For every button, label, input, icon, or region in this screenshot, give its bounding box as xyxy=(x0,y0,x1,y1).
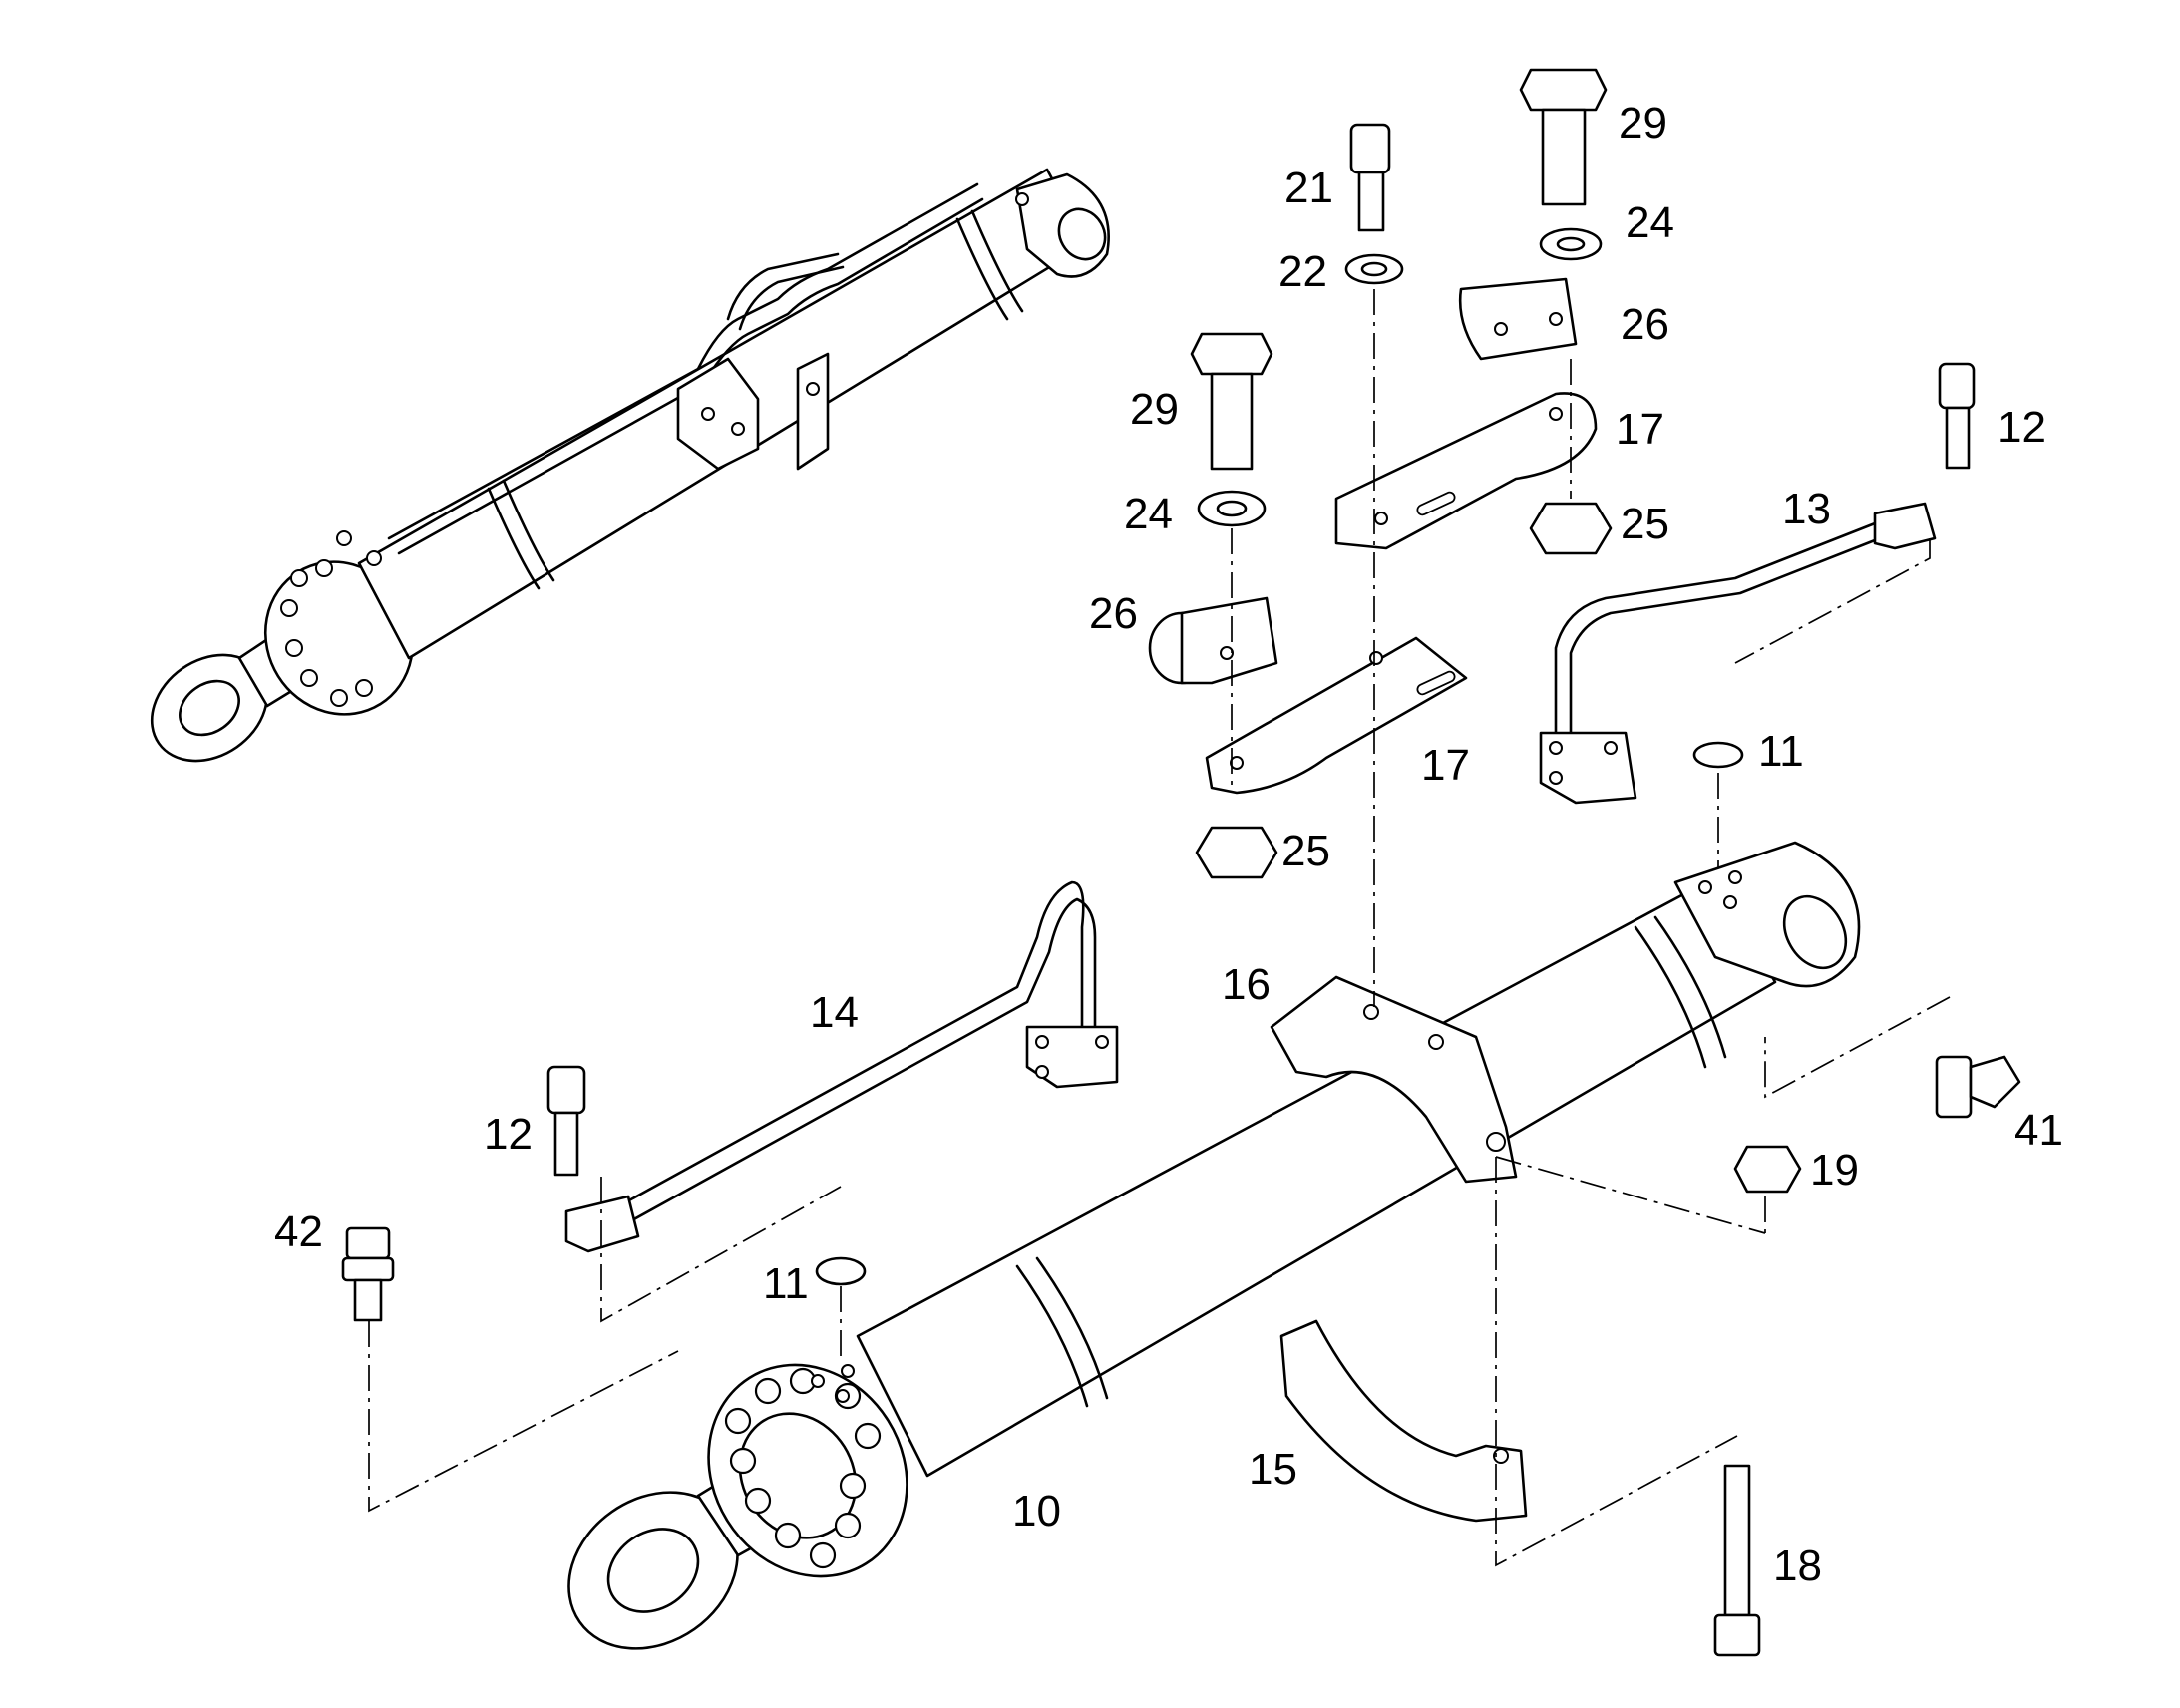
pipe-14 xyxy=(564,880,1119,1253)
o-ring-11-left xyxy=(815,1256,867,1286)
callout-16: 16 xyxy=(1222,960,1271,1009)
cap-screw-21 xyxy=(1349,123,1391,232)
callout-10: 10 xyxy=(1012,1487,1061,1536)
callout-24: 24 xyxy=(1124,490,1173,538)
bolt-29-lower xyxy=(1190,332,1273,471)
callout-21: 21 xyxy=(1284,164,1333,212)
callout-19: 19 xyxy=(1810,1146,1859,1195)
callout-41: 41 xyxy=(2014,1106,2063,1155)
callout-17: 17 xyxy=(1421,741,1470,790)
callout-12: 12 xyxy=(1998,403,2046,452)
washer-22 xyxy=(1344,253,1404,285)
callout-14: 14 xyxy=(810,988,859,1037)
callout-17: 17 xyxy=(1616,405,1664,454)
callout-26: 26 xyxy=(1089,589,1138,638)
callout-13: 13 xyxy=(1782,485,1831,533)
callout-labels: 29 21 24 22 26 29 17 12 24 25 13 26 11 1… xyxy=(274,99,2063,1590)
fitting-42 xyxy=(341,1226,395,1322)
main-cylinder-assembly xyxy=(567,841,1861,1650)
washer-24-upper xyxy=(1539,227,1603,261)
o-ring-11-right xyxy=(1692,741,1744,769)
callout-18: 18 xyxy=(1773,1541,1822,1590)
callout-12: 12 xyxy=(484,1110,533,1159)
callout-15: 15 xyxy=(1249,1445,1297,1494)
cap-screw-12-right xyxy=(1938,362,1976,470)
nut-25-lower xyxy=(1195,826,1278,879)
callout-11: 11 xyxy=(1758,727,1804,776)
callout-29: 29 xyxy=(1130,385,1179,434)
fitting-41 xyxy=(1935,1055,2021,1119)
callout-25: 25 xyxy=(1281,827,1330,875)
bracket-plate-17-lower xyxy=(1205,636,1468,795)
assembled-cylinder-overview xyxy=(150,168,1110,763)
callout-42: 42 xyxy=(274,1207,323,1256)
clamp-half-15 xyxy=(1279,1319,1528,1523)
pipe-13 xyxy=(1539,502,1937,805)
cap-screw-18 xyxy=(1713,1464,1761,1657)
callout-26: 26 xyxy=(1621,300,1669,349)
bracket-plate-17-upper xyxy=(1334,392,1598,550)
callout-25: 25 xyxy=(1621,500,1669,548)
callout-24: 24 xyxy=(1626,198,1674,247)
callout-22: 22 xyxy=(1278,247,1327,296)
callout-11: 11 xyxy=(763,1259,809,1308)
saddle-26-lower xyxy=(1148,596,1278,685)
clamp-half-16 xyxy=(1270,975,1518,1184)
assembly-lines xyxy=(368,289,1951,1567)
saddle-26-upper xyxy=(1458,277,1578,361)
washer-24-lower xyxy=(1197,490,1267,527)
cap-screw-12-left xyxy=(546,1065,586,1177)
bolt-29-upper xyxy=(1519,68,1608,206)
nut-25-upper xyxy=(1529,502,1613,555)
callout-29: 29 xyxy=(1619,99,1667,148)
nut-19 xyxy=(1733,1145,1802,1194)
